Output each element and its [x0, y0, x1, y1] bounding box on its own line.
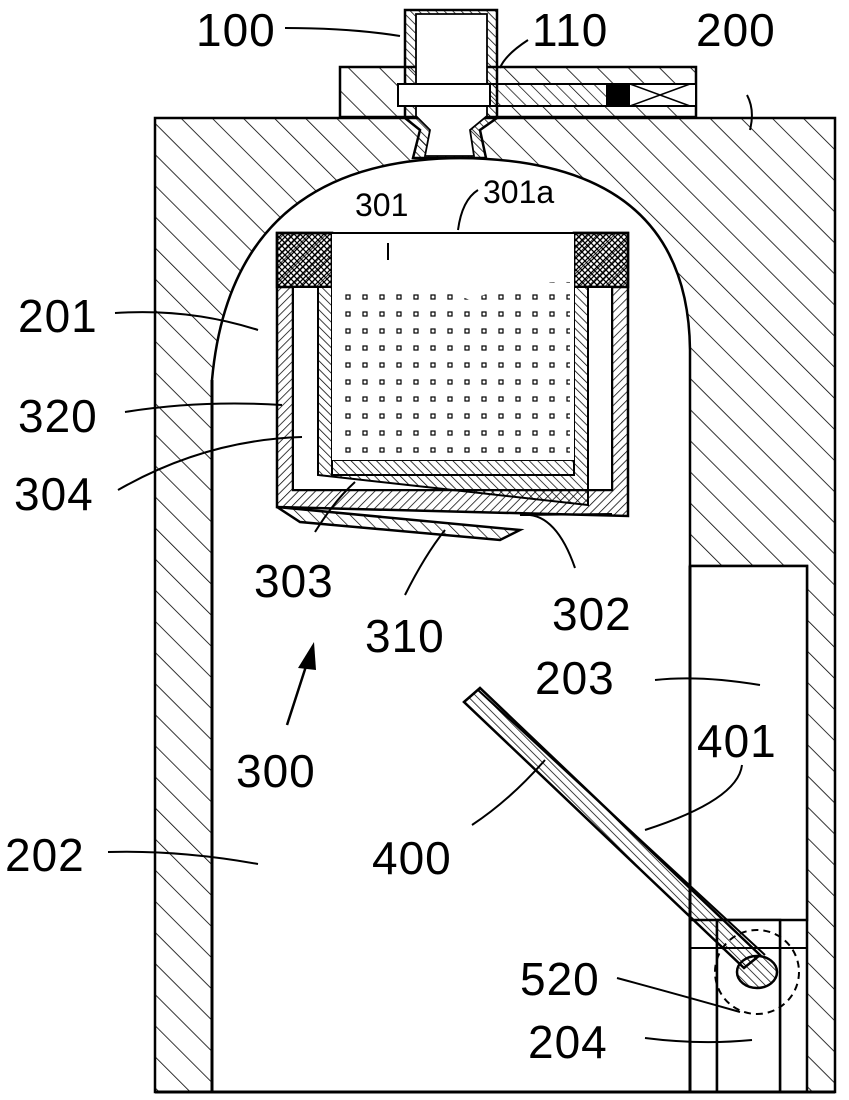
pivot-520	[735, 954, 779, 990]
label-100: 100	[196, 4, 276, 56]
arrow-300	[285, 642, 316, 726]
label-300: 300	[236, 745, 316, 797]
label-201: 201	[18, 290, 98, 342]
label-320: 320	[18, 390, 98, 442]
bottom-plate-310	[276, 505, 525, 542]
filter-media	[336, 281, 570, 458]
label-400: 400	[372, 832, 452, 884]
label-304: 304	[14, 468, 94, 520]
label-204: 204	[528, 1016, 608, 1068]
label-520: 520	[520, 953, 600, 1005]
label-310: 310	[365, 610, 445, 662]
label-301: 301	[355, 187, 408, 223]
leader-lines	[107, 27, 761, 1044]
label-203: 203	[535, 652, 615, 704]
label-202: 202	[5, 829, 85, 881]
label-303: 303	[254, 555, 334, 607]
chamber-203	[688, 564, 809, 922]
label-302: 302	[552, 588, 632, 640]
label-401: 401	[697, 715, 777, 767]
label-200: 200	[696, 4, 776, 56]
label-110: 110	[532, 4, 608, 56]
slider-110	[489, 83, 608, 107]
label-301a: 301a	[483, 174, 554, 210]
